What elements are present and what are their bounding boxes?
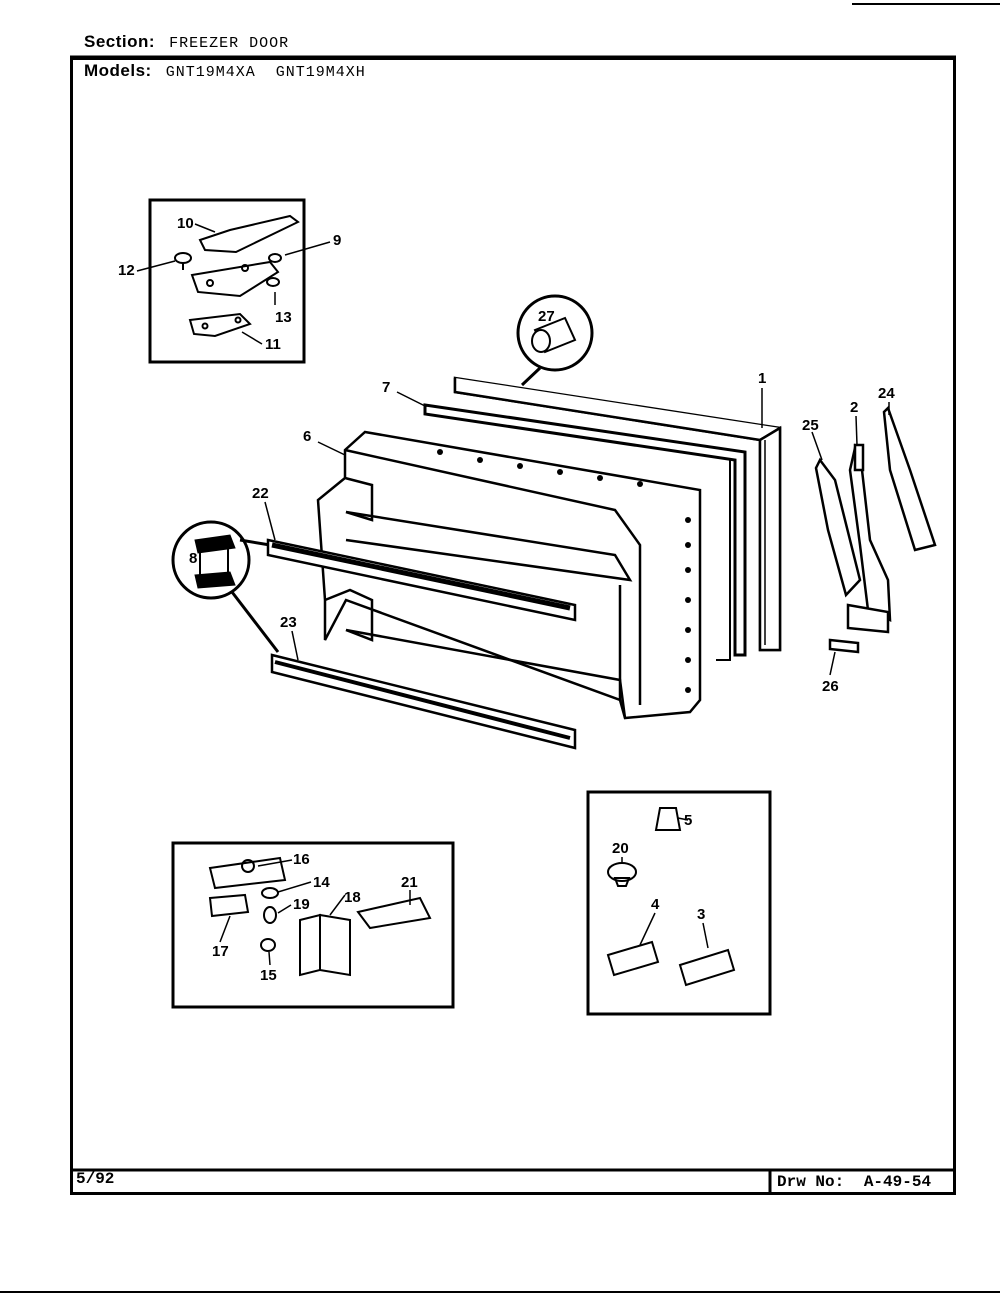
model-number-2: GNT19M4XH <box>275 64 366 81</box>
callout-12: 12 <box>118 262 135 279</box>
breaker-clip-callout <box>171 520 280 653</box>
door-outer-panel <box>453 376 782 652</box>
callout-21: 21 <box>401 874 418 891</box>
door-shelf-bars <box>266 538 577 750</box>
section-value: FREEZER DOOR <box>169 35 290 52</box>
door-liner <box>316 430 702 720</box>
part-callout-labels: 1 2 3 4 5 6 7 8 9 10 11 12 13 14 15 16 1… <box>118 215 895 984</box>
callout-7: 7 <box>382 379 390 396</box>
section-label: Section: <box>84 32 156 51</box>
callout-5: 5 <box>684 812 692 829</box>
callout-19: 19 <box>293 896 310 913</box>
callout-2: 2 <box>850 399 858 416</box>
callout-26: 26 <box>822 678 839 695</box>
callout-24: 24 <box>878 385 895 402</box>
callout-9: 9 <box>333 232 341 249</box>
callout-10: 10 <box>177 215 194 232</box>
model-number-1: GNT19M4XA <box>165 64 256 81</box>
section-heading: Section: FREEZER DOOR <box>84 32 289 52</box>
callout-16: 16 <box>293 851 310 868</box>
callout-25: 25 <box>802 417 819 434</box>
bottom-hinge-inset <box>171 841 455 1009</box>
models-label: Models: <box>84 61 152 80</box>
drawing-number-label: Drw No: <box>777 1173 845 1191</box>
callout-27: 27 <box>538 308 555 325</box>
callout-20: 20 <box>612 840 629 857</box>
drawing-number: A-49-54 <box>863 1173 932 1191</box>
callout-14: 14 <box>313 874 330 891</box>
top-hinge-inset <box>148 198 306 364</box>
drawing-number-block: Drw No: A-49-54 <box>777 1173 931 1191</box>
callout-11: 11 <box>265 336 281 353</box>
callout-leader-lines <box>136 223 890 966</box>
magnet-detail-callout <box>516 294 594 387</box>
callout-18: 18 <box>344 889 361 906</box>
callout-4: 4 <box>651 896 660 913</box>
callout-15: 15 <box>260 967 277 984</box>
callout-22: 22 <box>252 485 269 502</box>
door-hinge-parts <box>814 405 937 654</box>
door-gasket <box>423 403 747 661</box>
callout-6: 6 <box>303 428 311 445</box>
callout-3: 3 <box>697 906 705 923</box>
callout-8: 8 <box>189 550 197 567</box>
models-heading: Models: GNT19M4XA GNT19M4XH <box>84 61 366 81</box>
callout-17: 17 <box>212 943 229 960</box>
callout-1: 1 <box>758 370 766 387</box>
fasteners-inset <box>586 790 772 1016</box>
callout-23: 23 <box>280 614 297 631</box>
drawing-date: 5/92 <box>76 1170 115 1188</box>
callout-13: 13 <box>275 309 292 326</box>
